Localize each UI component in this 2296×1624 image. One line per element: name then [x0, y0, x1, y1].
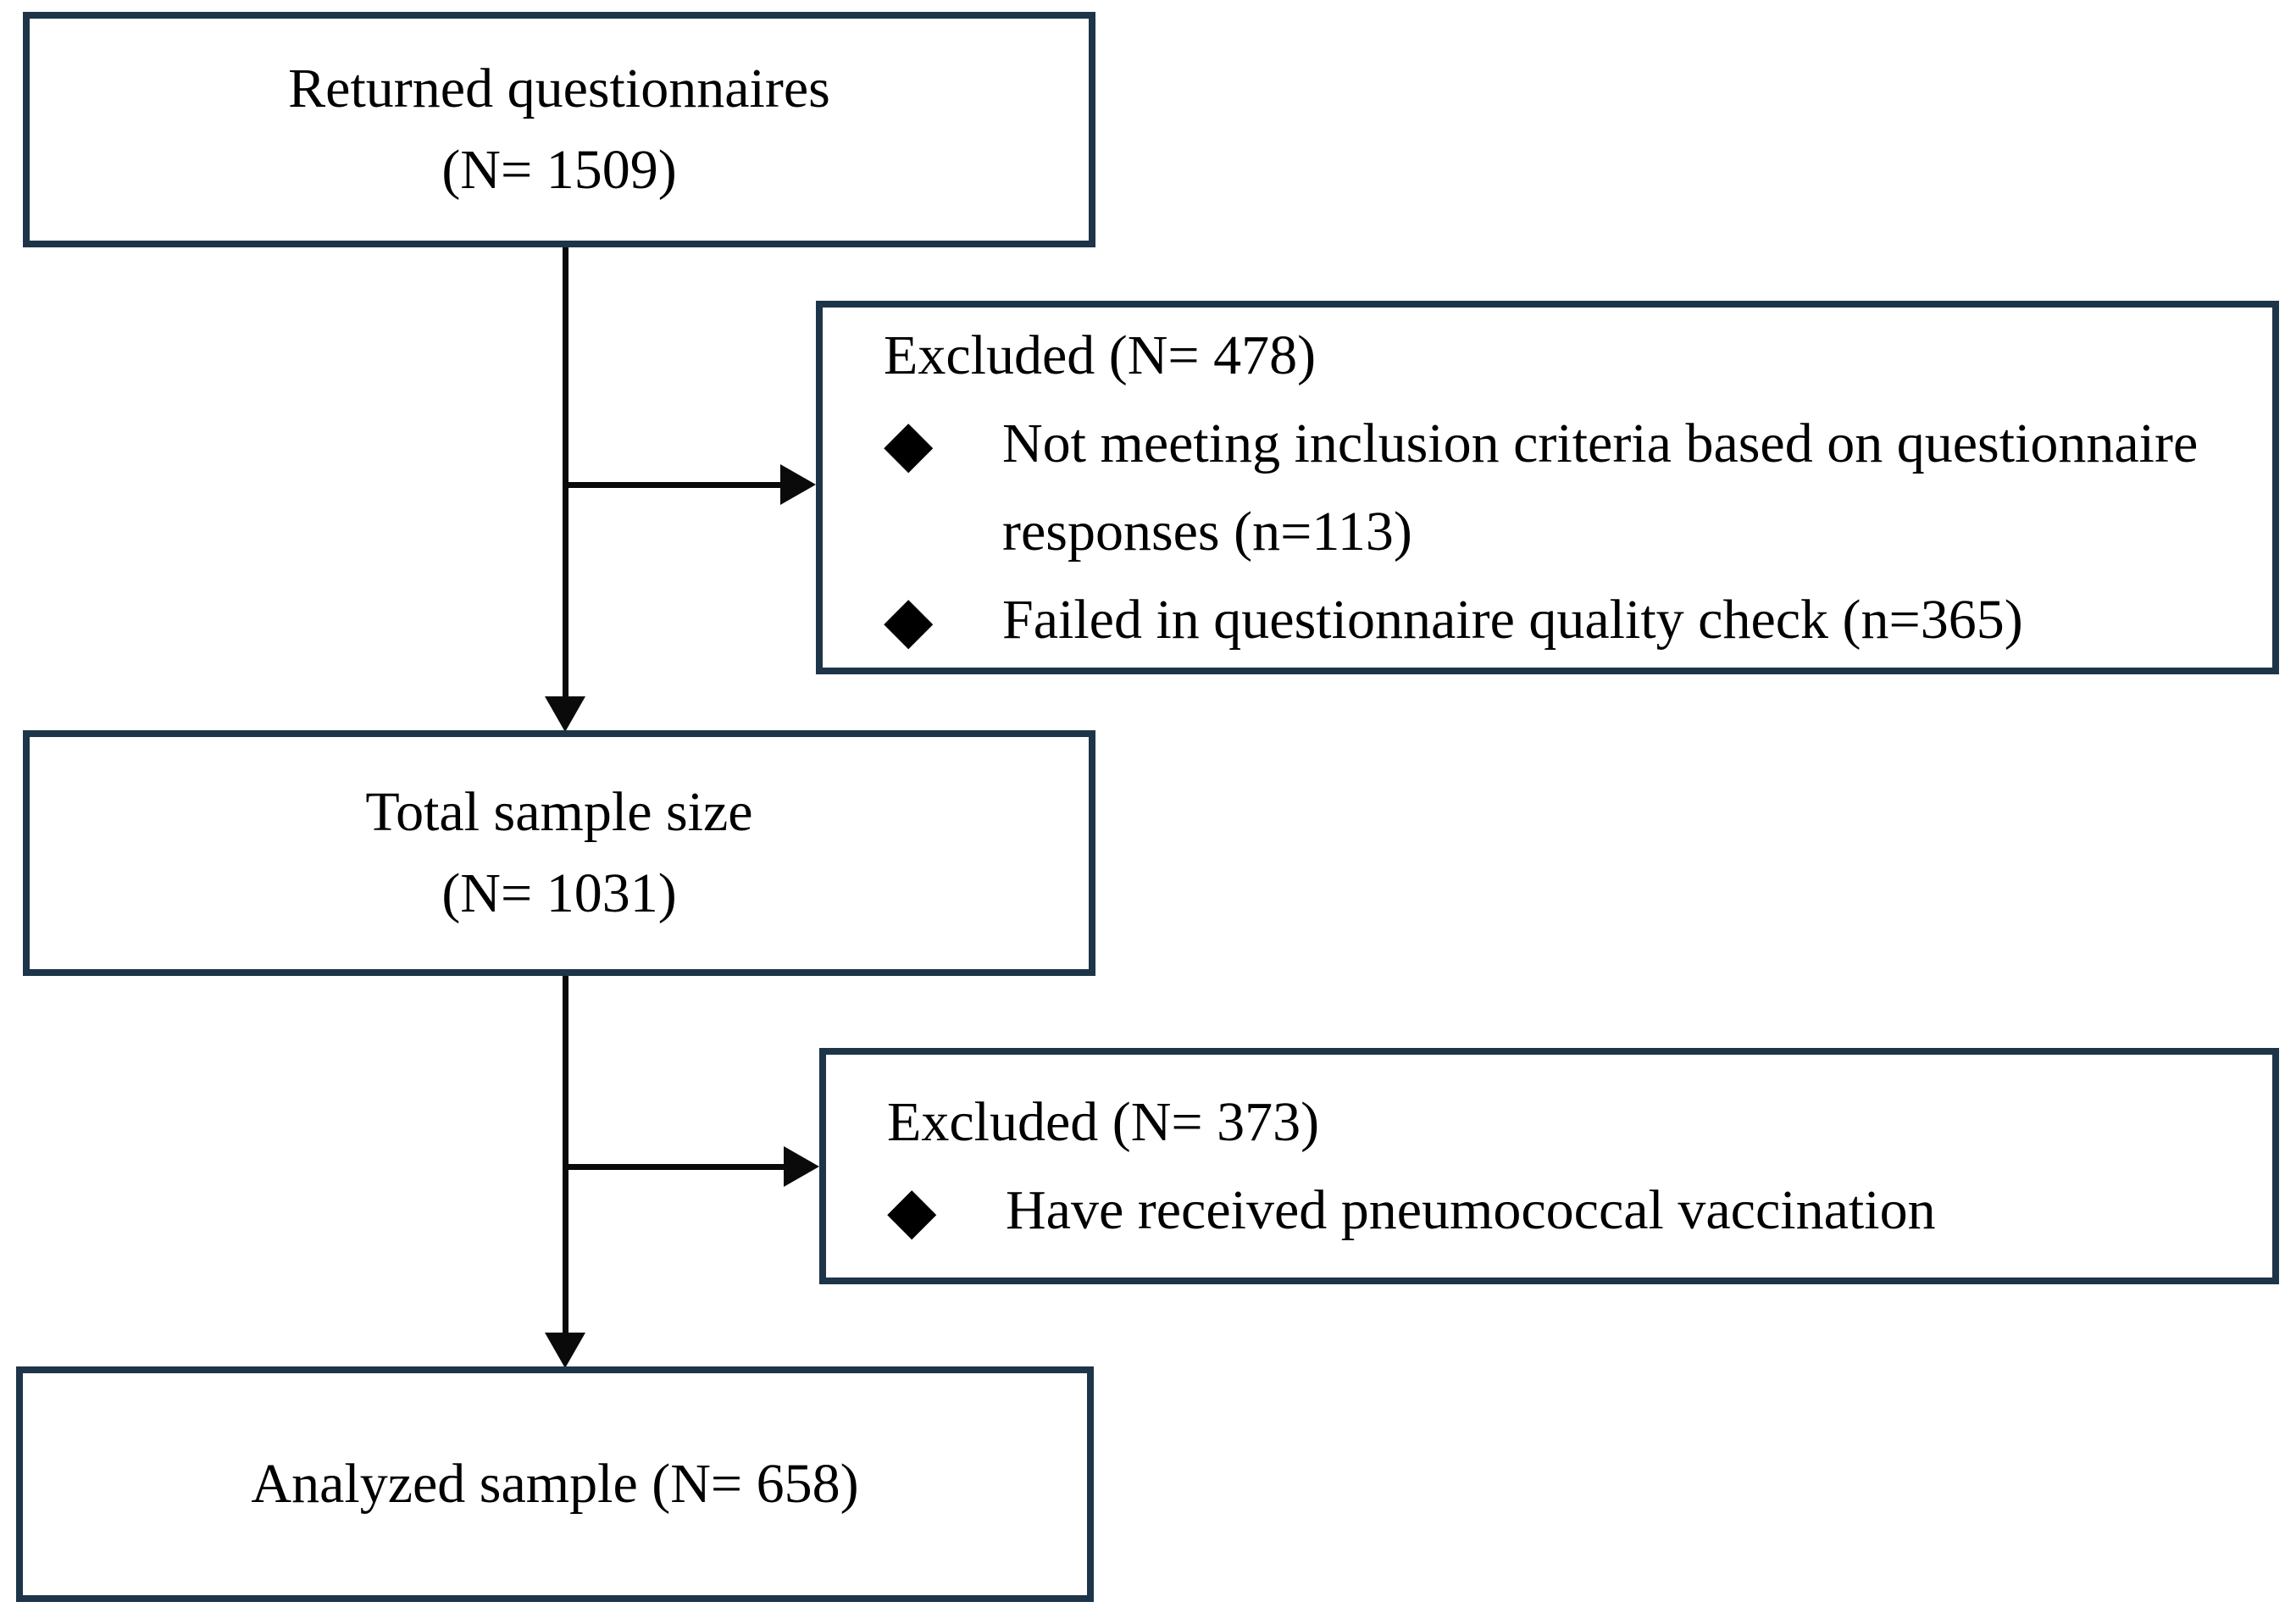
- node-count: (N= 1509): [441, 139, 677, 201]
- node-count: (N= 1031): [441, 862, 677, 924]
- connector-horizontal-2: [563, 1164, 789, 1170]
- connector-horizontal-1: [563, 482, 785, 488]
- excluded-reason: Have received pneumococcal vaccination: [1006, 1178, 1936, 1241]
- list-item: ◆ Not meeting inclusion criteria based o…: [884, 400, 2238, 576]
- excluded-title: Excluded (N= 478): [884, 324, 1317, 386]
- connector-vertical-2: [563, 976, 568, 1337]
- node-analyzed-sample: Analyzed sample (N= 658): [16, 1366, 1094, 1602]
- node-excluded-second: Excluded (N= 373) ◆ Have received pneumo…: [819, 1048, 2279, 1284]
- arrow-right-icon: [780, 464, 816, 505]
- node-returned-questionnaires: Returned questionnaires (N= 1509): [23, 12, 1095, 247]
- arrow-down-icon: [545, 1333, 585, 1368]
- node-label: Analyzed sample (N= 658): [251, 1453, 859, 1515]
- list-item: ◆ Have received pneumococcal vaccination: [887, 1167, 2238, 1255]
- list-item: ◆ Failed in questionnaire quality check …: [884, 576, 2238, 664]
- excluded-reason: Failed in questionnaire quality check (n…: [1002, 588, 2023, 651]
- arrow-down-icon: [545, 696, 585, 732]
- node-label-line1: Total sample size: [365, 781, 753, 843]
- connector-vertical-1: [563, 247, 568, 701]
- node-label-line1: Returned questionnaires: [288, 58, 830, 119]
- diamond-bullet-icon: ◆: [884, 407, 934, 479]
- excluded-title: Excluded (N= 373): [887, 1090, 1320, 1153]
- diamond-bullet-icon: ◆: [887, 1174, 937, 1246]
- arrow-right-icon: [784, 1146, 819, 1187]
- node-total-sample-size: Total sample size (N= 1031): [23, 730, 1095, 976]
- diamond-bullet-icon: ◆: [884, 584, 934, 656]
- excluded-reason: Not meeting inclusion criteria based on …: [1002, 412, 2199, 563]
- node-excluded-first: Excluded (N= 478) ◆ Not meeting inclusio…: [816, 301, 2279, 674]
